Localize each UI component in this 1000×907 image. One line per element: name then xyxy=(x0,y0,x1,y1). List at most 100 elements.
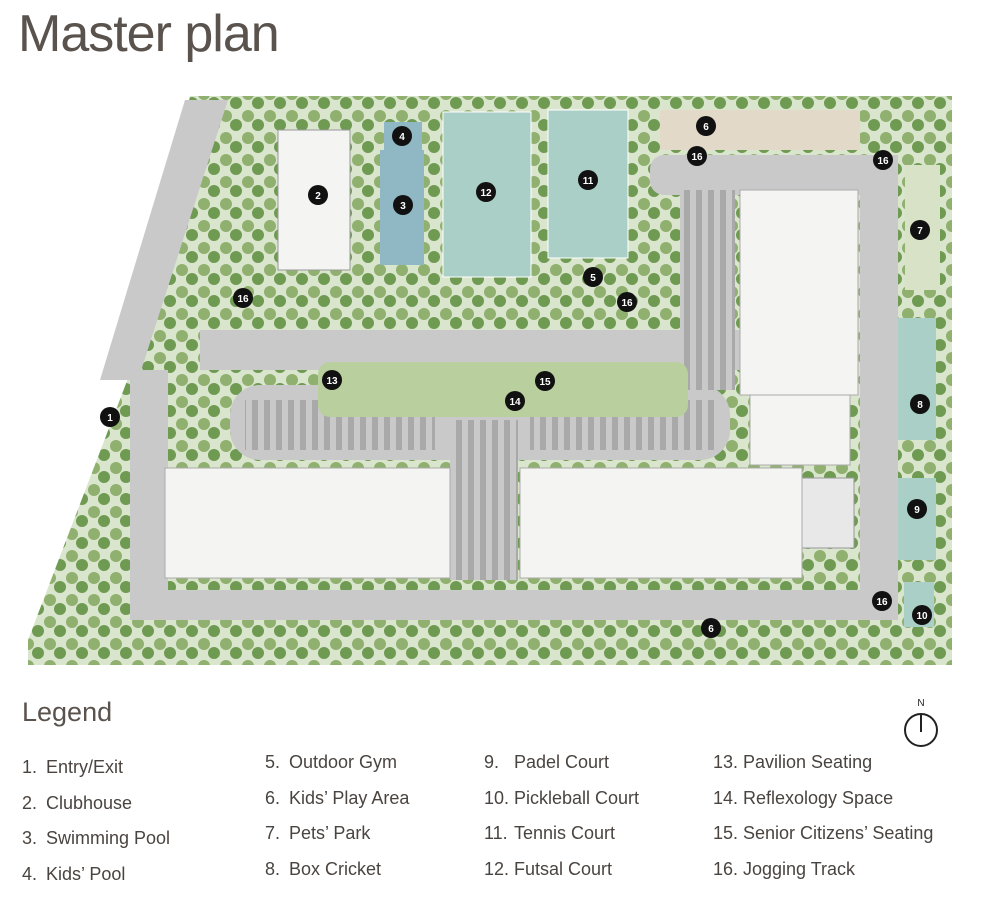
sports-court xyxy=(801,477,855,549)
marker-1: 1 xyxy=(100,407,120,427)
legend-label: Pets’ Park xyxy=(289,823,371,844)
legend-number: 11. xyxy=(484,823,508,844)
marker-4: 4 xyxy=(392,126,412,146)
legend-label: Outdoor Gym xyxy=(289,752,398,773)
legend-number: 2. xyxy=(22,792,38,813)
legend-item: 14.Reflexology Space xyxy=(713,781,973,817)
marker-2: 2 xyxy=(308,185,328,205)
legend-number: 16. xyxy=(713,858,739,879)
north-arrow-icon: N xyxy=(903,698,939,748)
marker-15: 15 xyxy=(535,371,555,391)
svg-text:9: 9 xyxy=(914,505,920,516)
map-markers: 1 2 3 4 5 6 6 7 8 9 10 11 12 13 14 15 16… xyxy=(100,116,932,638)
marker-16: 16 xyxy=(687,146,707,166)
master-plan-map: 1 2 3 4 5 6 6 7 8 9 10 11 12 13 14 15 16… xyxy=(28,96,952,665)
svg-text:1: 1 xyxy=(107,413,113,424)
legend-label: Kids’ Play Area xyxy=(289,787,410,808)
marker-9: 9 xyxy=(907,499,927,519)
legend-label: Tennis Court xyxy=(514,823,616,844)
legend-number: 10. xyxy=(484,787,510,808)
legend-column: 5. Outdoor Gym 6. Kids’ Play Area 7. Pets’ … xyxy=(265,745,495,887)
box-cricket xyxy=(898,318,936,440)
legend-item: 6. Kids’ Play Area xyxy=(265,781,495,817)
marker-16: 16 xyxy=(872,591,892,611)
legend-number: 3. xyxy=(22,828,38,849)
legend-item: 12.Futsal Court xyxy=(484,852,714,888)
marker-10: 10 xyxy=(912,605,932,625)
marker-16: 16 xyxy=(233,288,253,308)
legend-item: 2. Clubhouse xyxy=(22,786,252,822)
marker-14: 14 xyxy=(505,391,525,411)
legend-label: Swimming Pool xyxy=(46,828,171,849)
svg-text:5: 5 xyxy=(590,273,596,284)
svg-text:14: 14 xyxy=(509,397,521,408)
central-garden xyxy=(318,362,688,417)
marker-8: 8 xyxy=(910,394,930,414)
legend-number: 8. xyxy=(265,858,281,879)
legend-number: 1. xyxy=(22,757,38,778)
legend-number: 6. xyxy=(265,787,281,808)
marker-6: 6 xyxy=(696,116,716,136)
svg-text:6: 6 xyxy=(703,122,709,133)
legend-label: Entry/Exit xyxy=(46,757,124,778)
page-title: Master plan xyxy=(18,5,280,63)
legend-column: 13.Pavilion Seating 14.Reflexology Space… xyxy=(713,745,973,887)
marker-13: 13 xyxy=(322,370,342,390)
marker-11: 11 xyxy=(578,170,598,190)
svg-text:16: 16 xyxy=(621,298,633,309)
legend-item: 5. Outdoor Gym xyxy=(265,745,495,781)
marker-3: 3 xyxy=(393,195,413,215)
svg-text:12: 12 xyxy=(480,188,492,199)
legend-column: 9. Padel Court 10.Pickleball Court 11. Ten… xyxy=(484,745,714,887)
legend-number: 9. xyxy=(484,752,500,773)
marker-16: 16 xyxy=(617,292,637,312)
legend-title: Legend xyxy=(22,697,113,727)
legend-label: Pavilion Seating xyxy=(743,752,873,773)
legend-item: 1. Entry/Exit xyxy=(22,750,252,786)
svg-text:11: 11 xyxy=(583,176,594,187)
svg-text:6: 6 xyxy=(708,624,714,635)
svg-text:4: 4 xyxy=(399,132,405,143)
svg-text:7: 7 xyxy=(917,226,923,237)
legend-label: Futsal Court xyxy=(514,858,613,879)
legend-label: Box Cricket xyxy=(289,858,382,879)
svg-text:16: 16 xyxy=(877,156,889,167)
legend-label: Senior Citizens’ Seating xyxy=(743,823,934,844)
svg-text:10: 10 xyxy=(916,611,928,622)
legend-label: Padel Court xyxy=(514,752,610,773)
svg-text:16: 16 xyxy=(876,597,888,608)
legend-number: 5. xyxy=(265,752,281,773)
marker-16: 16 xyxy=(873,150,893,170)
legend-label: Kids’ Pool xyxy=(46,863,126,884)
legend-label: Pickleball Court xyxy=(514,787,640,808)
marker-12: 12 xyxy=(476,182,496,202)
legend-number: 12. xyxy=(484,858,510,879)
marker-6: 6 xyxy=(701,618,721,638)
parking-bay xyxy=(680,190,735,390)
compass-label: N xyxy=(917,698,925,709)
legend-item: 10.Pickleball Court xyxy=(484,781,714,817)
svg-text:16: 16 xyxy=(691,152,703,163)
kids-play-area xyxy=(660,110,860,150)
legend-label: Reflexology Space xyxy=(743,787,894,808)
legend-number: 15. xyxy=(713,823,739,844)
legend-column: 1. Entry/Exit 2. Clubhouse 3. Swimming Pool… xyxy=(22,750,252,892)
legend-label: Clubhouse xyxy=(46,792,133,813)
svg-text:2: 2 xyxy=(315,191,321,202)
legend-number: 14. xyxy=(713,787,739,808)
legend-item: 8. Box Cricket xyxy=(265,852,495,888)
legend-item: 11. Tennis Court xyxy=(484,816,714,852)
svg-text:13: 13 xyxy=(326,376,338,387)
legend-item: 16.Jogging Track xyxy=(713,852,973,888)
legend-item: 9. Padel Court xyxy=(484,745,714,781)
legend-number: 4. xyxy=(22,863,38,884)
svg-text:8: 8 xyxy=(917,400,923,411)
marker-7: 7 xyxy=(910,220,930,240)
legend-item: 3. Swimming Pool xyxy=(22,821,252,857)
legend-number: 7. xyxy=(265,823,281,844)
residential-towers xyxy=(164,189,859,579)
svg-text:15: 15 xyxy=(539,377,551,388)
legend-item: 15.Senior Citizens’ Seating xyxy=(713,816,973,852)
legend-number: 13. xyxy=(713,752,739,773)
marker-5: 5 xyxy=(583,267,603,287)
